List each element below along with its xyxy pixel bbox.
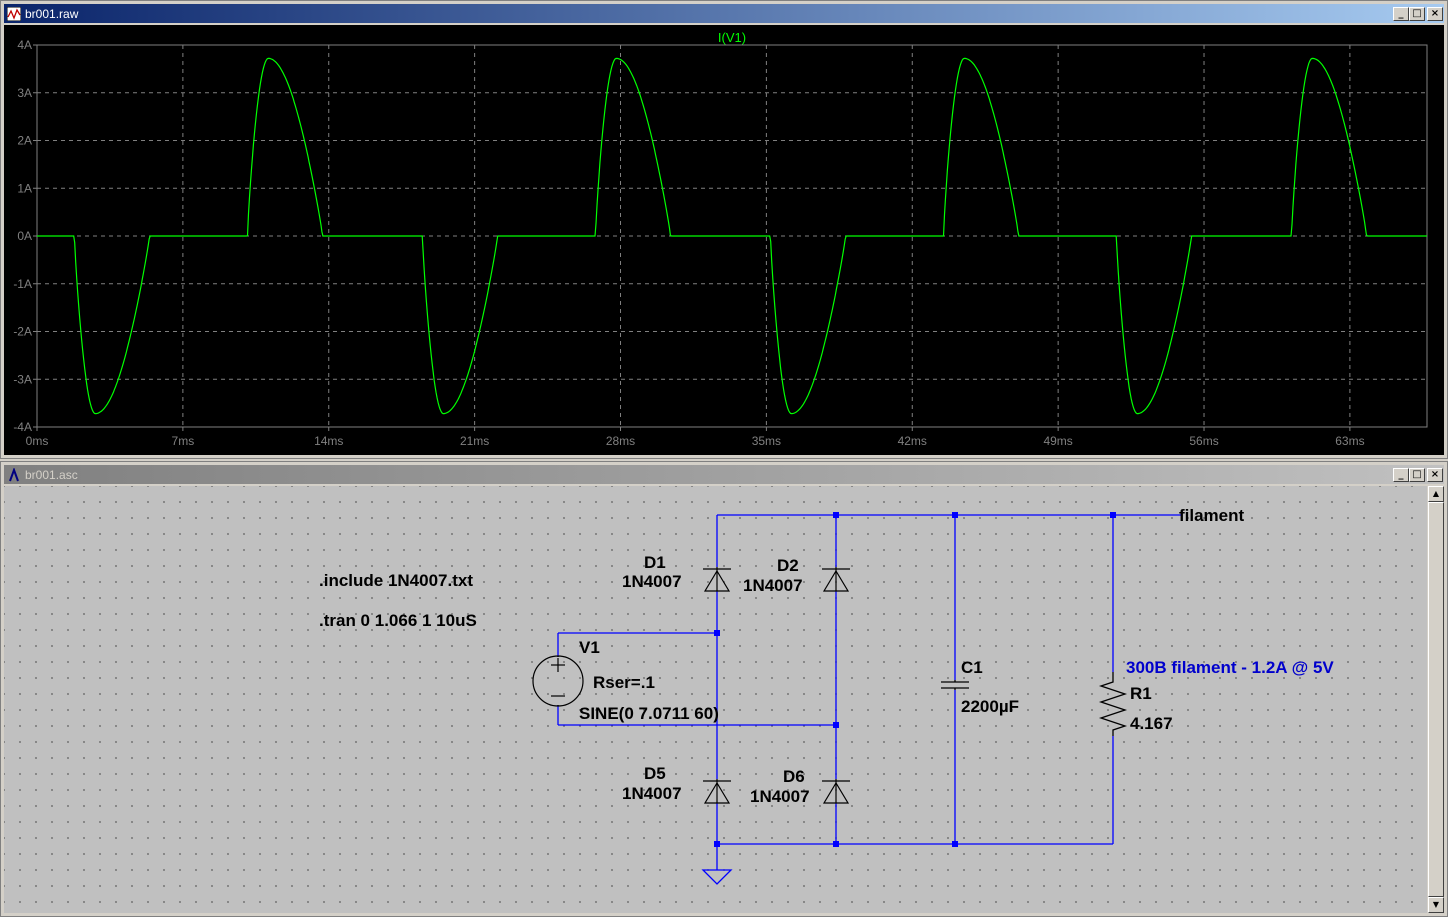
x-tick-label: 0ms: [26, 434, 49, 448]
d5-name[interactable]: D5: [644, 764, 666, 783]
junction-dots: [714, 512, 1116, 847]
minimize-button[interactable]: _: [1393, 6, 1409, 21]
d5-model[interactable]: 1N4007: [622, 784, 682, 803]
schematic-titlebar[interactable]: br001.asc _ □ ×: [4, 465, 1444, 484]
schematic-drawing[interactable]: .include 1N4007.txt .tran 0 1.066 1 10uS…: [4, 486, 1429, 914]
schematic-canvas[interactable]: .include 1N4007.txt .tran 0 1.066 1 10uS…: [4, 486, 1427, 913]
x-tick-label: 7ms: [172, 434, 195, 448]
close-button[interactable]: ×: [1427, 6, 1443, 21]
r1-name[interactable]: R1: [1130, 684, 1152, 703]
y-tick-label: -2A: [13, 325, 32, 339]
c1-value[interactable]: 2200µF: [961, 697, 1019, 716]
resistor-r1[interactable]: [1098, 672, 1128, 736]
d1-name[interactable]: D1: [644, 553, 666, 572]
y-tick-label: 0A: [17, 229, 32, 243]
y-tick-label: -1A: [13, 277, 32, 291]
d6-model[interactable]: 1N4007: [750, 787, 810, 806]
voltage-source-v1[interactable]: [532, 655, 584, 707]
x-tick-label: 21ms: [460, 434, 489, 448]
y-tick-label: 4A: [17, 38, 32, 52]
filament-comment[interactable]: 300B filament - 1.2A @ 5V: [1126, 658, 1334, 677]
waveform-titlebar[interactable]: br001.raw _ □ ×: [4, 4, 1444, 23]
y-tick-label: 1A: [17, 181, 32, 195]
d1-model[interactable]: 1N4007: [622, 572, 682, 591]
diode-d5[interactable]: [703, 779, 731, 804]
maximize-button[interactable]: □: [1409, 6, 1425, 21]
y-tick-label: -3A: [13, 372, 32, 386]
diode-d6[interactable]: [822, 779, 850, 804]
minimize-button[interactable]: _: [1393, 467, 1409, 482]
spice-directive-tran[interactable]: .tran 0 1.066 1 10uS: [319, 611, 477, 630]
x-tick-label: 49ms: [1043, 434, 1072, 448]
y-tick-label: 2A: [17, 134, 32, 148]
v1-name[interactable]: V1: [579, 638, 600, 657]
wires: [557, 514, 1181, 870]
vertical-scrollbar[interactable]: ▲ ▼: [1428, 486, 1444, 913]
waveform-plot-area[interactable]: 4A 3A 2A 1A 0A -1A -2A -3A -4A 0ms 7ms 14ms 21ms 28m…: [4, 25, 1444, 455]
x-tick-label: 42ms: [898, 434, 927, 448]
ground-symbol[interactable]: [701, 869, 733, 885]
d2-model[interactable]: 1N4007: [743, 576, 803, 595]
waveform-title: br001.raw: [25, 6, 79, 21]
diode-d1[interactable]: [703, 567, 731, 592]
schematic-title: br001.asc: [25, 467, 78, 482]
diode-d2[interactable]: [822, 567, 850, 592]
x-tick-label: 14ms: [314, 434, 343, 448]
d2-name[interactable]: D2: [777, 556, 799, 575]
r1-value[interactable]: 4.167: [1130, 714, 1173, 733]
y-tick-label: 3A: [17, 86, 32, 100]
x-tick-label: 28ms: [606, 434, 635, 448]
schematic-app-icon: [6, 467, 22, 483]
capacitor-c1[interactable]: [941, 680, 969, 690]
x-tick-label: 35ms: [752, 434, 781, 448]
trace-label[interactable]: I(V1): [718, 30, 746, 45]
v1-rser[interactable]: Rser=.1: [593, 673, 655, 692]
scroll-down-button[interactable]: ▼: [1428, 897, 1444, 913]
close-button[interactable]: ×: [1427, 467, 1443, 482]
net-label-filament[interactable]: filament: [1179, 506, 1245, 525]
c1-name[interactable]: C1: [961, 658, 983, 677]
spice-directive-include[interactable]: .include 1N4007.txt: [319, 571, 473, 590]
d6-name[interactable]: D6: [783, 767, 805, 786]
y-tick-label: -4A: [13, 420, 32, 434]
scroll-thumb[interactable]: [1428, 502, 1444, 897]
schematic-window[interactable]: br001.asc _ □ ×: [0, 461, 1448, 917]
waveform-chart[interactable]: 4A 3A 2A 1A 0A -1A -2A -3A -4A 0ms 7ms 14ms 21ms 28m…: [4, 25, 1444, 456]
scroll-up-button[interactable]: ▲: [1428, 486, 1444, 502]
waveform-window[interactable]: br001.raw _ □ × 4A 3A 2A 1A 0A -1A -2A -3A -4A 0…: [0, 0, 1448, 459]
waveform-app-icon: [6, 6, 22, 22]
x-tick-label: 56ms: [1189, 434, 1218, 448]
x-tick-label: 63ms: [1335, 434, 1364, 448]
trace-i-v1: [37, 57, 1427, 415]
v1-value[interactable]: SINE(0 7.0711 60): [579, 704, 719, 723]
maximize-button[interactable]: □: [1409, 467, 1425, 482]
